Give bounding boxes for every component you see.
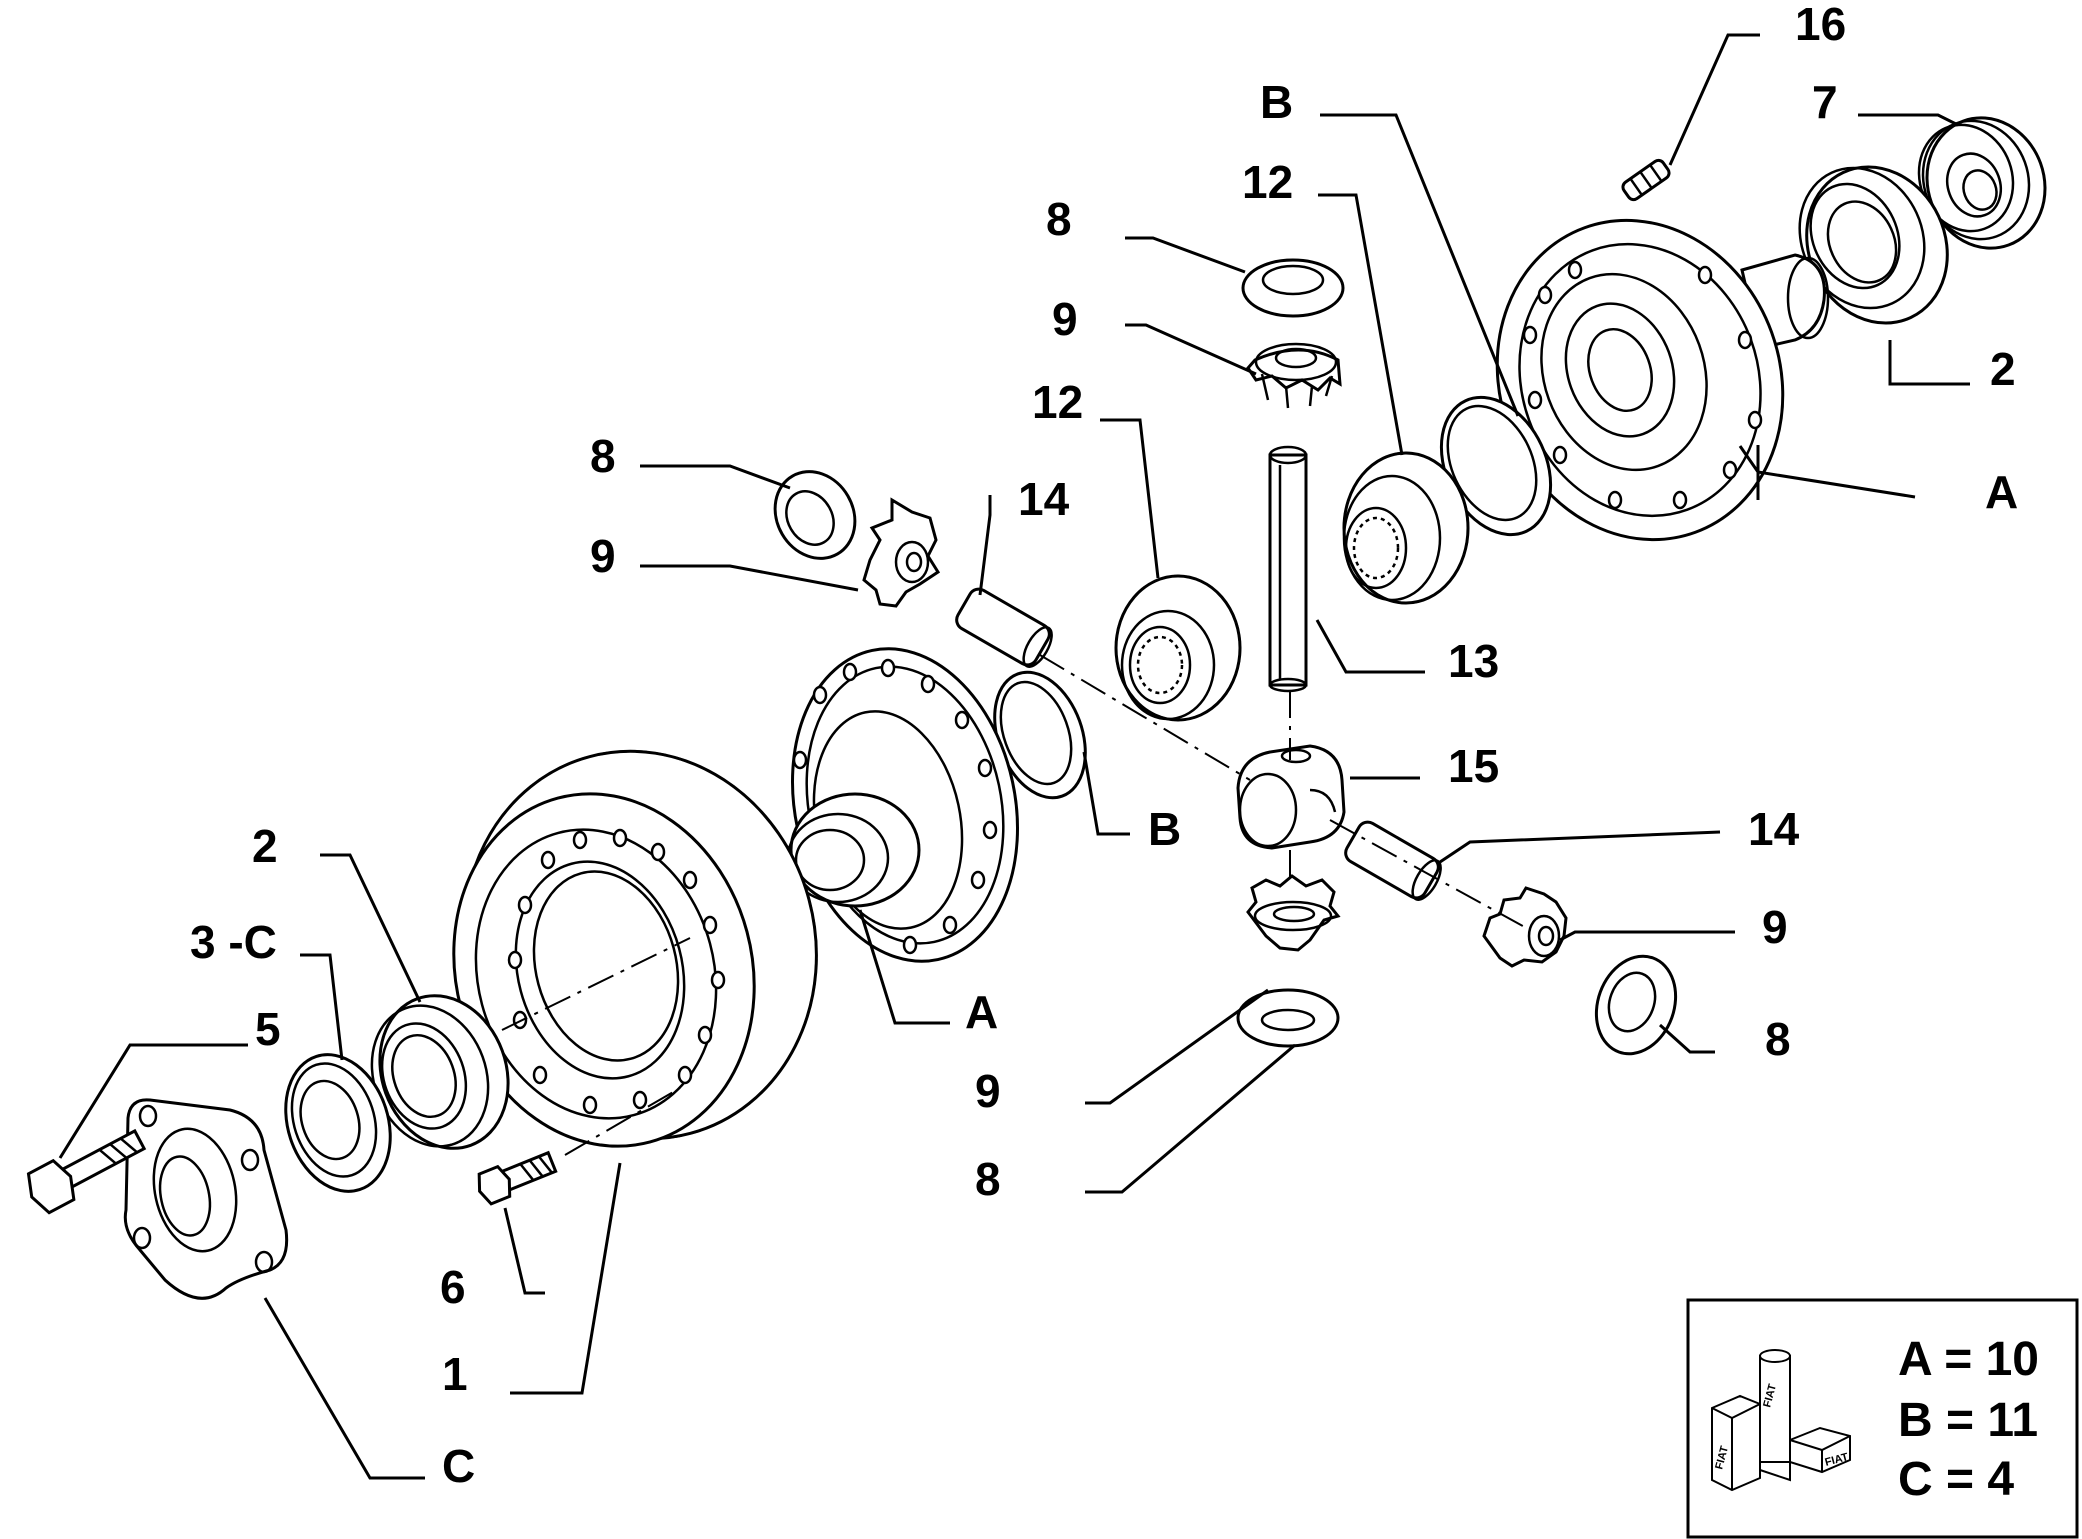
leader-lines — [58, 33, 1970, 1480]
part-oil-seal — [1917, 116, 2047, 250]
part-pinion-gear-bottom — [1246, 874, 1341, 952]
part-pinion-shaft — [1268, 445, 1308, 693]
assembly-axis-lines — [501, 654, 1531, 1156]
part-side-gear-upper — [1342, 451, 1470, 605]
part-side-gear-lower — [1114, 574, 1242, 722]
part-pinion-gear-right — [1482, 886, 1568, 968]
fiat-kit-boxes-icon: FIAT FIAT FIAT — [1711, 1349, 1851, 1492]
legend-line-c: C = 4 — [1898, 1453, 2014, 1506]
part-spacer-pin-left — [955, 587, 1053, 668]
callout-B-upper: B — [1260, 76, 1293, 128]
part-bearing-right — [1798, 165, 1949, 325]
legend-icon-label-3: FIAT — [1824, 1451, 1850, 1469]
callout-B-mid: B — [1148, 803, 1181, 855]
part-washer-top — [1241, 258, 1345, 318]
part-pinion-gear-top — [1246, 342, 1342, 409]
callout-5: 5 — [255, 1003, 281, 1055]
part-ring-gear — [452, 749, 818, 1148]
part-thrust-washer-upper — [1439, 395, 1553, 537]
callout-8-bottom: 8 — [975, 1153, 1001, 1205]
callout-9-top: 9 — [1052, 293, 1078, 345]
part-center-block — [1236, 744, 1346, 850]
part-flange-cover — [123, 1098, 289, 1300]
callout-12-upper: 12 — [1242, 156, 1293, 208]
callout-8-right: 8 — [1765, 1013, 1791, 1065]
part-flange-bolt — [26, 1128, 147, 1215]
part-seal-ring — [284, 1053, 392, 1193]
legend-icon-label-2: FIAT — [1761, 1383, 1779, 1409]
callout-15: 15 — [1448, 740, 1499, 792]
callout-C: C — [442, 1440, 475, 1492]
part-ring-gear-bolt — [477, 1150, 558, 1206]
part-differential-case-left — [786, 647, 1019, 963]
callout-A-right: A — [1985, 466, 2018, 518]
callout-13: 13 — [1448, 635, 1499, 687]
kit-legend: FIAT FIAT FIAT A = 10 B = 11 C = 4 — [1686, 1298, 2079, 1539]
part-roll-pin — [1621, 158, 1671, 202]
legend-icon-label-1: FIAT — [1713, 1445, 1731, 1471]
callout-7: 7 — [1812, 76, 1838, 128]
callout-A-mid: A — [965, 986, 998, 1038]
callout-8-left: 8 — [590, 430, 616, 482]
callout-1: 1 — [442, 1348, 468, 1400]
callout-14-right: 14 — [1748, 803, 1800, 855]
part-pinion-gear-left — [862, 497, 941, 608]
callout-8-top: 8 — [1046, 193, 1072, 245]
callout-6: 6 — [440, 1261, 466, 1313]
callout-14-upper: 14 — [1018, 473, 1070, 525]
callout-16: 16 — [1795, 0, 1846, 50]
part-spacer-pin-right — [1344, 820, 1442, 901]
callout-2-left: 2 — [252, 820, 278, 872]
callout-9-left: 9 — [590, 530, 616, 582]
callout-labels: 16 B 7 12 8 9 2 12 A 8 14 9 13 15 B 14 2… — [190, 0, 2018, 1492]
legend-line-a: A = 10 — [1898, 1333, 2039, 1386]
part-washer-bottom — [1236, 988, 1340, 1048]
part-washer-right — [1594, 954, 1678, 1056]
callout-9-right: 9 — [1762, 901, 1788, 953]
callout-2-right: 2 — [1990, 343, 2016, 395]
part-washer-left — [773, 470, 857, 560]
part-differential-case-right — [1495, 218, 1830, 542]
callout-3-C: 3 -C — [190, 916, 277, 968]
callout-9-bottom: 9 — [975, 1065, 1001, 1117]
callout-12-mid: 12 — [1032, 376, 1083, 428]
legend-line-b: B = 11 — [1898, 1394, 2038, 1447]
